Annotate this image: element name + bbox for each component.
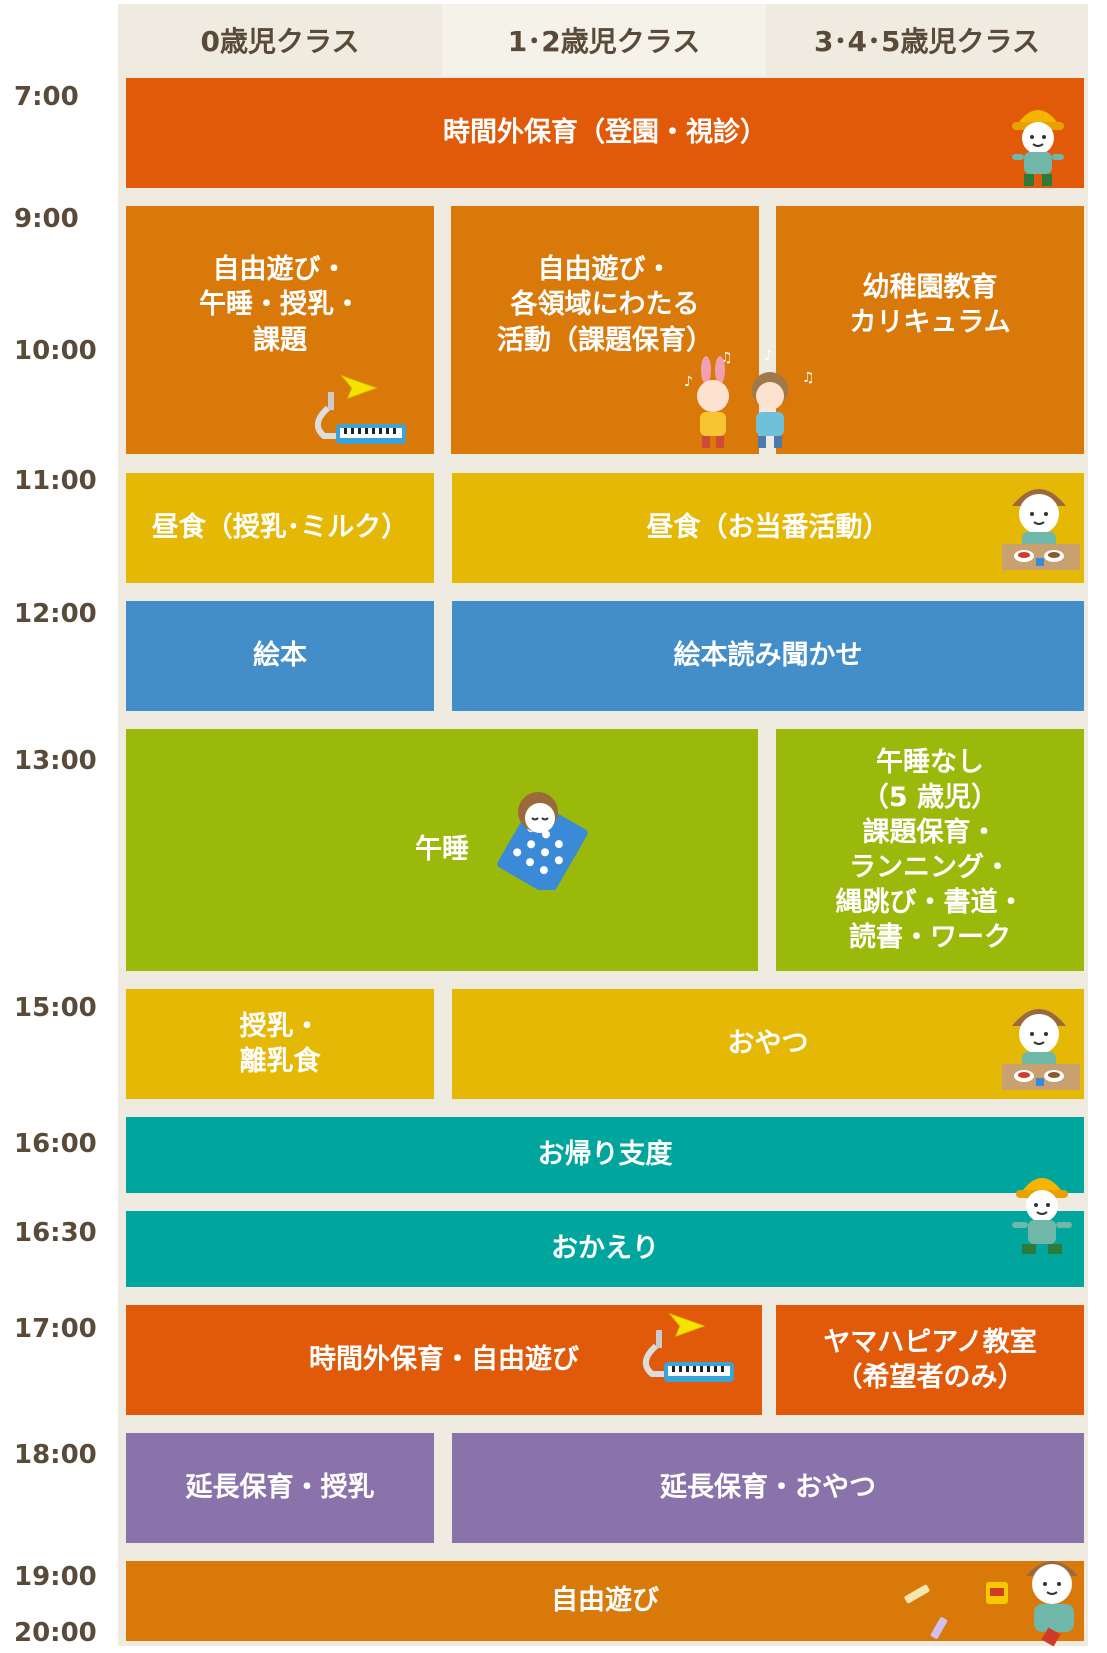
block-extra-care-free-play: 時間外保育・自由遊び	[126, 1305, 762, 1415]
block-no-nap-345: 午睡なし （5 歳児） 課題保育・ ランニング・ 縄跳び・書道・ 読書・ワーク	[776, 729, 1084, 971]
time-label-0900: 9:00	[14, 204, 79, 234]
block-curriculum-345: 幼稚園教育 カリキュラム	[776, 206, 1084, 454]
column-header-2: 3･4･5歳児クラス	[814, 25, 1040, 58]
time-label-1100: 11:00	[14, 466, 97, 496]
block-free-play-evening: 自由遊び	[126, 1561, 1084, 1641]
time-label-1900: 19:00	[14, 1562, 97, 1592]
block-free-play-12: 自由遊び・ 各領域にわたる 活動（課題保育）	[451, 206, 759, 454]
block-going-home-prep: お帰り支度	[126, 1117, 1084, 1193]
block-free-play-0: 自由遊び・ 午睡・授乳・ 課題	[126, 206, 434, 454]
block-nap: 午睡	[126, 729, 758, 971]
block-extended-care-snack: 延長保育・おやつ	[452, 1433, 1084, 1543]
time-label-1700: 17:00	[14, 1314, 97, 1344]
time-label-1600: 16:00	[14, 1129, 97, 1159]
time-label-1000: 10:00	[14, 336, 97, 366]
column-header-1: 1･2歳児クラス	[442, 4, 766, 76]
block-lunch-0: 昼食（授乳･ミルク）	[126, 473, 434, 583]
block-picture-book-reading: 絵本読み聞かせ	[452, 601, 1084, 711]
time-label-1500: 15:00	[14, 993, 97, 1023]
time-label-1800: 18:00	[14, 1440, 97, 1470]
time-label-0700: 7:00	[14, 82, 79, 112]
column-header-0: 0歳児クラス	[200, 25, 360, 58]
time-label-1200: 12:00	[14, 599, 97, 629]
block-yamaha-piano: ヤマハピアノ教室 （希望者のみ）	[776, 1305, 1084, 1415]
block-lunch-12345: 昼食（お当番活動）	[452, 473, 1084, 583]
block-picture-book-0: 絵本	[126, 601, 434, 711]
block-snack: おやつ	[452, 989, 1084, 1099]
block-extended-care-nursing: 延長保育・授乳	[126, 1433, 434, 1543]
time-label-1300: 13:00	[14, 746, 97, 776]
block-going-home: おかえり	[126, 1211, 1084, 1287]
time-label-1630: 16:30	[14, 1218, 97, 1248]
time-label-2000: 20:00	[14, 1618, 97, 1648]
block-nursing-0: 授乳・ 離乳食	[126, 989, 434, 1099]
block-early-care: 時間外保育（登園・視診）	[126, 78, 1084, 188]
